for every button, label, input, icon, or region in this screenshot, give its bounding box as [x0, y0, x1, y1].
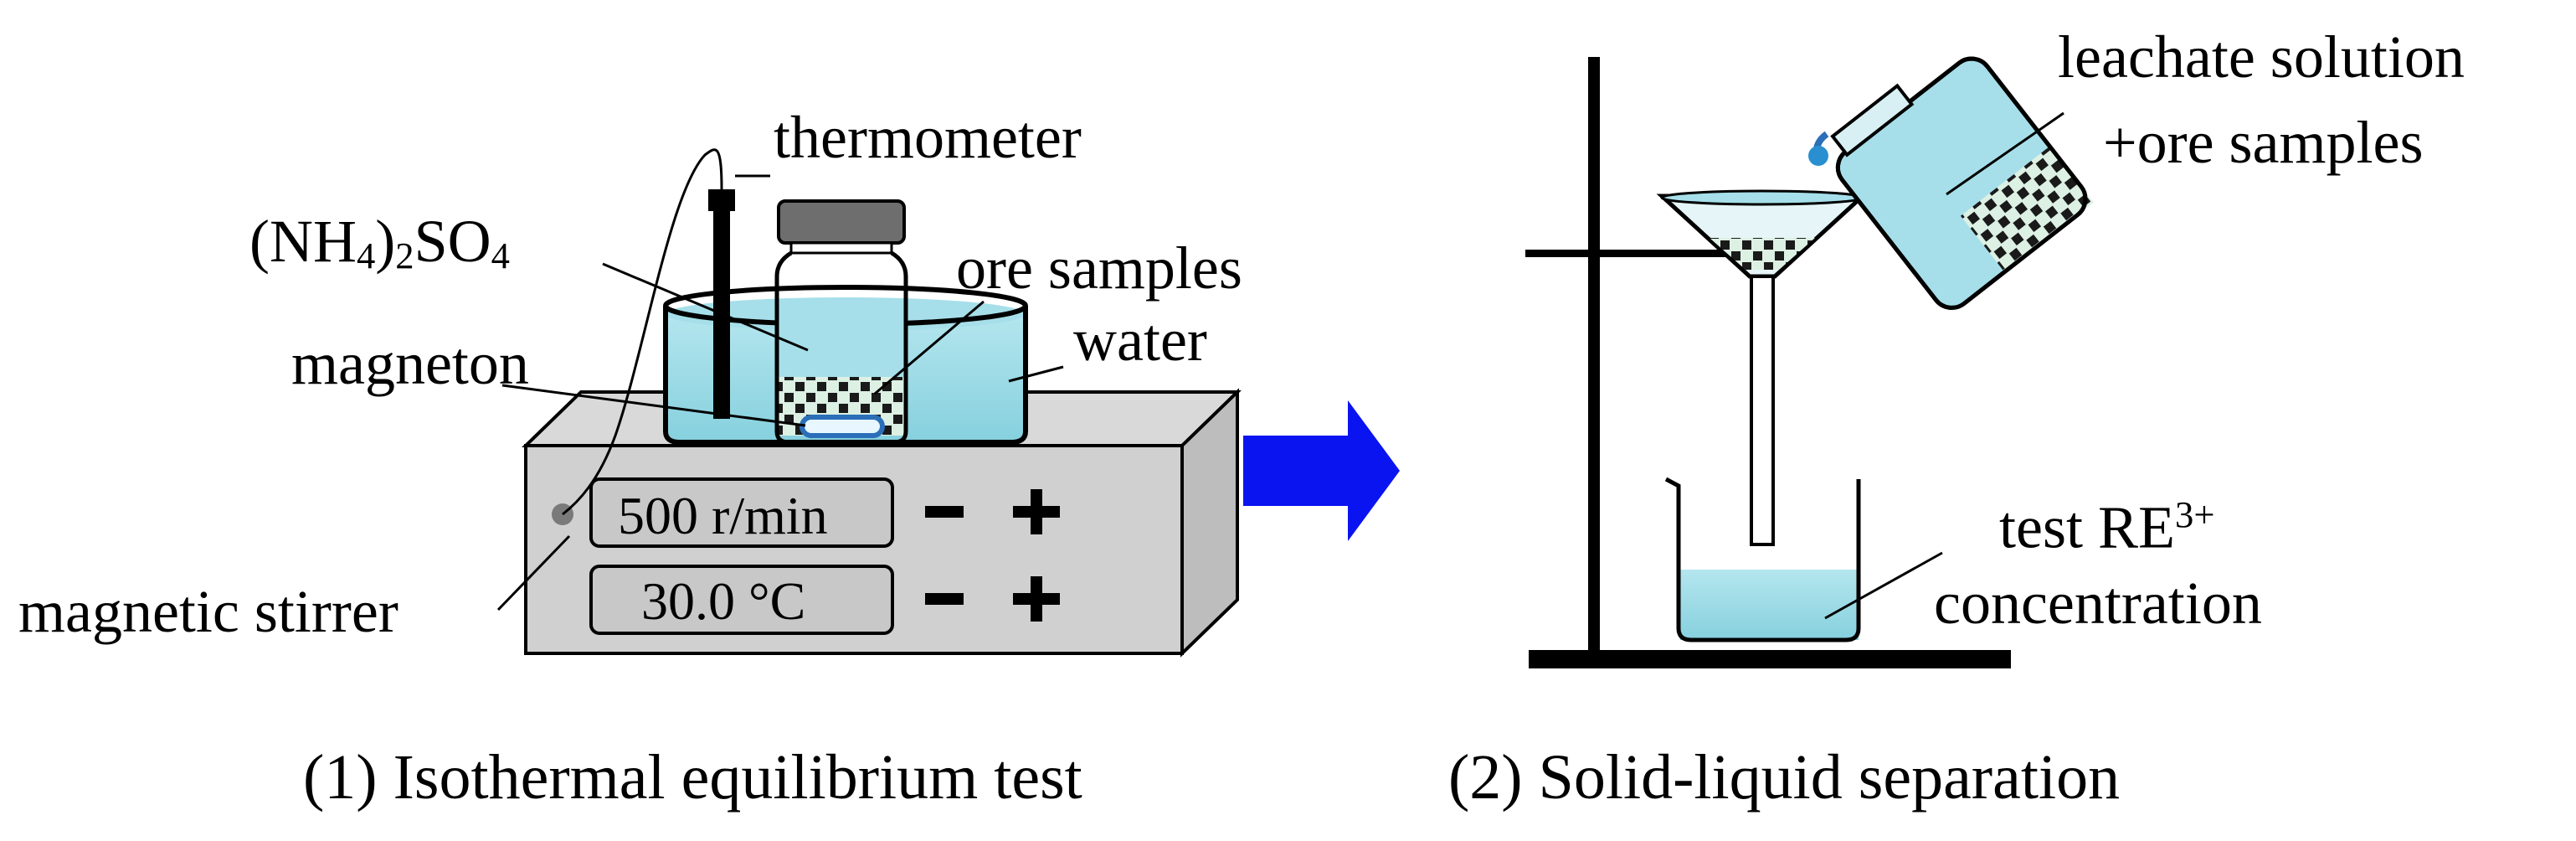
- jar-neck: [789, 241, 893, 255]
- formula-part: ): [375, 208, 396, 275]
- process-arrow: [1243, 400, 1400, 541]
- funnel-filter-residue: [1710, 238, 1815, 270]
- temperature-plus-button[interactable]: [1013, 576, 1060, 622]
- stand-rod: [1588, 57, 1600, 653]
- leader-test-concentration: [1824, 551, 1943, 620]
- label-test-re-superscript: 3+: [2175, 493, 2215, 535]
- formula-part: SO: [414, 208, 491, 275]
- leader-water: [1008, 365, 1064, 383]
- speed-minus-button[interactable]: [925, 506, 964, 518]
- funnel-stem: [1750, 275, 1775, 546]
- leader-ammonium-sulfate: [602, 262, 809, 352]
- caption-step1: (1) Isothermal equilibrium test: [303, 742, 1082, 813]
- leader-magnetic-stirrer: [496, 534, 571, 611]
- formula-part: (NH: [249, 208, 357, 275]
- beaker-outline: [1664, 477, 1861, 642]
- label-test-re: test RE3+: [1999, 496, 2214, 558]
- filtration-setup: [1525, 57, 2011, 668]
- speed-display-box: [589, 477, 894, 548]
- caption-step2: (2) Solid-liquid separation: [1448, 742, 2121, 813]
- magneton-bar: [800, 415, 885, 438]
- thermometer-probe: [713, 193, 730, 419]
- label-test-re-text: test RE: [1999, 493, 2175, 561]
- label-thermometer: thermometer: [774, 104, 1082, 171]
- bottle-neck: [1830, 83, 1915, 157]
- label-leachate-line2: +ore samples: [2103, 109, 2424, 176]
- label-ore-samples: ore samples: [956, 235, 1242, 302]
- jar-solution: [777, 310, 906, 377]
- stand-clamp-arm: [1525, 250, 1787, 257]
- pouring-bottle: [1830, 56, 2094, 310]
- temperature-display-value: 30.0 °C: [641, 571, 806, 631]
- jar-lid: [777, 199, 906, 245]
- temperature-minus-button[interactable]: [925, 593, 964, 605]
- jar-body: [774, 250, 908, 445]
- thermometer-head: [708, 189, 735, 211]
- formula-subscript: 4: [491, 235, 510, 277]
- thermometer: [562, 148, 735, 516]
- control-buttons: [925, 489, 1060, 622]
- funnel-rim: [1660, 189, 1864, 206]
- speed-plus-button[interactable]: [1013, 489, 1060, 534]
- temperature-display-box: [589, 565, 894, 635]
- label-magneton: magneton: [291, 330, 529, 397]
- leader-lines-step1: [496, 174, 1064, 611]
- pouring-droplet: [1808, 146, 1828, 166]
- label-leachate-line1: leachate solution: [2058, 23, 2465, 90]
- bottle-ore-samples: [1960, 146, 2094, 272]
- stand-base: [1529, 650, 2011, 668]
- label-water: water: [1073, 307, 1207, 374]
- leader-leachate: [1946, 111, 2064, 196]
- leader-magneton: [501, 384, 806, 427]
- label-concentration: concentration: [1934, 570, 2262, 637]
- leader-lines-step2: [1824, 111, 2064, 620]
- label-ammonium-sulfate: (NH4)2SO4: [249, 211, 510, 275]
- speed-display-value: 500 r/min: [618, 486, 828, 545]
- leader-ore-samples: [874, 300, 985, 395]
- label-magnetic-stirrer: magnetic stirrer: [18, 578, 398, 645]
- formula-subscript: 4: [356, 235, 376, 277]
- beaker-filtrate: [1680, 570, 1859, 640]
- sample-jar: [774, 199, 908, 445]
- formula-subscript: 2: [395, 235, 414, 277]
